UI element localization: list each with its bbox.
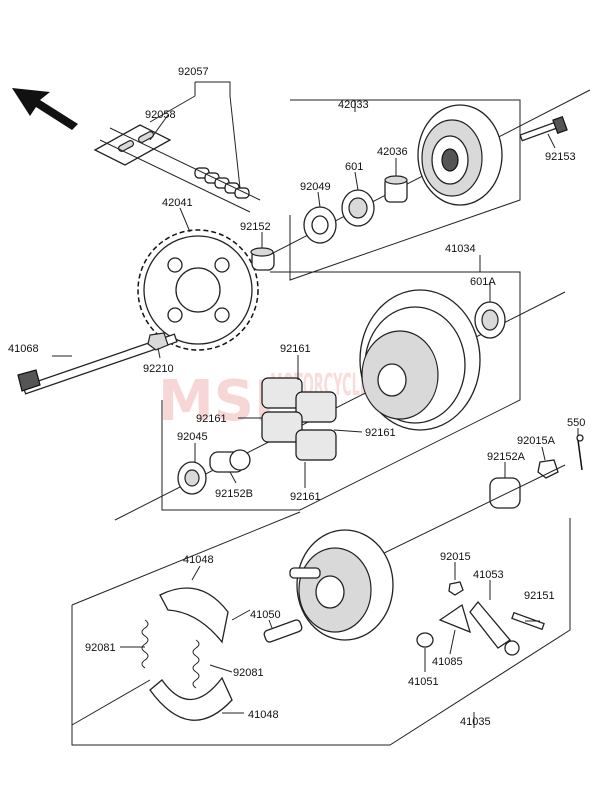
sprocket-hub-group <box>239 89 591 281</box>
label-92161-right: 92161 <box>365 427 396 439</box>
part-labels: 92057 92058 42033 42036 601 92049 92153 … <box>8 66 585 728</box>
label-601: 601 <box>345 161 363 173</box>
label-92049: 92049 <box>300 181 331 193</box>
chain-group <box>93 81 261 213</box>
label-92151: 92151 <box>524 590 555 602</box>
label-41068: 41068 <box>8 343 39 355</box>
label-42041: 42041 <box>162 197 193 209</box>
label-92152A: 92152A <box>487 451 526 463</box>
label-92081-right: 92081 <box>233 667 264 679</box>
label-92058: 92058 <box>145 109 176 121</box>
label-92057: 92057 <box>178 66 209 78</box>
label-42033: 42033 <box>338 99 369 111</box>
label-41034: 41034 <box>445 243 476 255</box>
label-42036: 42036 <box>377 146 408 158</box>
label-92153: 92153 <box>545 151 576 163</box>
label-92015A: 92015A <box>517 435 556 447</box>
label-92152B: 92152B <box>215 488 253 500</box>
label-92161-left: 92161 <box>196 413 227 425</box>
rear-sprocket <box>137 229 275 351</box>
label-41048-top: 41048 <box>183 554 214 566</box>
label-41035: 41035 <box>460 716 491 728</box>
label-41048-bottom: 41048 <box>248 709 279 721</box>
label-92045: 92045 <box>177 431 208 443</box>
label-92015: 92015 <box>440 551 471 563</box>
leader-lines <box>52 100 579 728</box>
brake-group <box>71 464 571 746</box>
label-92210: 92210 <box>143 363 174 375</box>
label-41050: 41050 <box>250 609 281 621</box>
label-41053: 41053 <box>473 569 504 581</box>
label-601A: 601A <box>470 276 496 288</box>
rear-axle <box>17 332 178 395</box>
label-92152: 92152 <box>240 221 271 233</box>
label-92081-left: 92081 <box>85 642 116 654</box>
label-550: 550 <box>567 417 585 429</box>
label-92161-top: 92161 <box>280 343 311 355</box>
label-92161-bottom: 92161 <box>290 491 321 503</box>
label-41051: 41051 <box>408 676 439 688</box>
arrow-up-left-icon <box>12 88 78 130</box>
label-41085: 41085 <box>432 656 463 668</box>
wheel-group <box>114 271 566 521</box>
